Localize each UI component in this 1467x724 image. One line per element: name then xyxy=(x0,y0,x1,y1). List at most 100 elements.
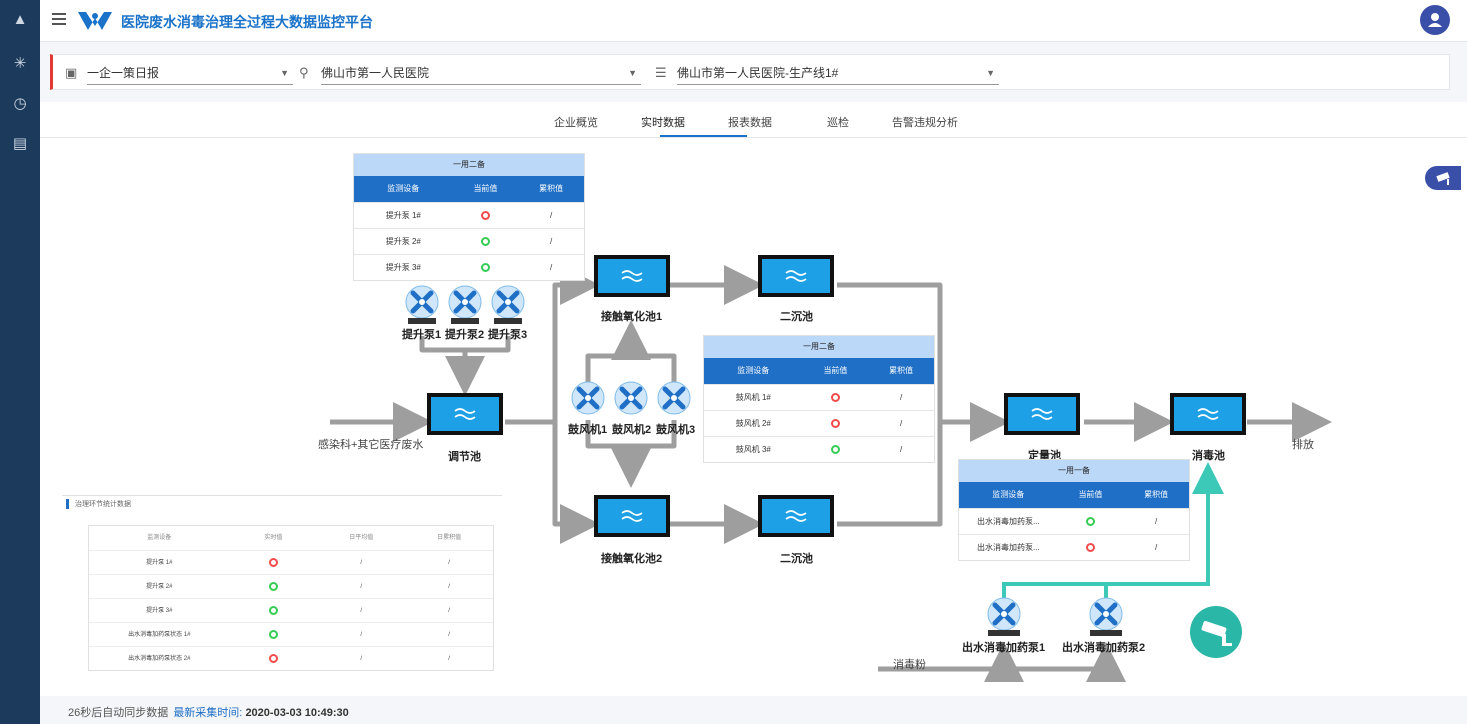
total-value: / xyxy=(448,632,450,638)
pipe-to-contact-2 xyxy=(552,422,600,544)
status-ok-icon xyxy=(268,605,278,615)
quantitative-pool-tank xyxy=(1003,392,1081,436)
regulating-pool-tank xyxy=(426,392,504,436)
disinfection-pool-label: 消毒池 xyxy=(1192,450,1225,462)
avg-value: / xyxy=(360,584,363,590)
header-device: 监测设备 xyxy=(737,366,770,375)
sedimentation-1-tank xyxy=(757,254,835,298)
lift-pump-2-icon xyxy=(449,286,481,318)
status-alarm-icon xyxy=(830,419,840,429)
user-avatar[interactable] xyxy=(1420,5,1450,35)
table-header: 监测设备 当前值 累积值 xyxy=(354,176,584,202)
table-row: 出水消毒加药泵状态 2# / / xyxy=(89,646,493,670)
total-value: / xyxy=(900,393,903,402)
user-icon xyxy=(1428,13,1442,27)
header-daily-avg: 日平均值 xyxy=(349,535,374,541)
header-total: 累积值 xyxy=(1144,490,1169,499)
statistics-table: 监测设备 实时值 日平均值 日累积值 提升泵 1# / / 提升泵 2# / /… xyxy=(88,525,494,671)
lift-pump-1-icon xyxy=(406,286,438,318)
hospital-select[interactable]: ⚲ 佛山市第一人民医院 ▼ xyxy=(299,63,641,85)
camera-icon xyxy=(1436,172,1450,185)
table-row: 鼓风机 3# / xyxy=(704,436,934,462)
header-current: 当前值 xyxy=(823,366,848,375)
table-header: 监测设备 当前值 累积值 xyxy=(959,482,1189,508)
status-ok-icon xyxy=(480,263,490,273)
sedimentation-2-label: 二沉池 xyxy=(780,553,813,565)
blower-3-label[interactable]: 鼓风机3 xyxy=(656,424,696,436)
blower-manifold-top xyxy=(585,353,677,382)
table-header: 监测设备 实时值 日平均值 日累积值 xyxy=(89,526,493,550)
device-name: 出水消毒加药泵状态 2# xyxy=(128,656,191,662)
chevron-down-icon: ▼ xyxy=(986,68,995,78)
hospital-value: 佛山市第一人民医院 xyxy=(321,66,430,80)
table-caption: 一用二备 xyxy=(354,154,584,176)
statistics-title: 治理环节统计数据 xyxy=(66,499,131,509)
device-name: 鼓风机 2# xyxy=(735,419,771,428)
camera-button[interactable] xyxy=(1190,606,1242,658)
active-tab-indicator xyxy=(660,135,747,137)
regulating-pool-label: 调节池 xyxy=(448,451,481,463)
total-value: / xyxy=(900,419,903,428)
lift-pump-3-label[interactable]: 提升泵3 xyxy=(488,329,528,341)
lift-pump-2-label[interactable]: 提升泵2 xyxy=(445,329,485,341)
menu-toggle-icon[interactable] xyxy=(52,13,66,27)
header-device: 监测设备 xyxy=(992,490,1025,499)
sedimentation-1-label: 二沉池 xyxy=(780,311,813,323)
pipe-to-contact-1 xyxy=(505,265,600,425)
top-bar: 医院废水消毒治理全过程大数据监控平台 xyxy=(40,0,1467,42)
blower-1-label[interactable]: 鼓风机1 xyxy=(568,424,608,436)
tab-inspection[interactable]: 巡检 xyxy=(827,117,849,129)
dosing-pump-table: 一用一备 监测设备 当前值 累积值 出水消毒加药泵... / 出水消毒加药泵..… xyxy=(958,459,1190,561)
report-type-select[interactable]: ▣ 一企一策日报 ▼ xyxy=(65,63,293,85)
process-flow-diagram xyxy=(330,254,1332,682)
header-total: 累积值 xyxy=(889,366,914,375)
dosing-pump-1-label[interactable]: 出水消毒加药泵1 xyxy=(962,642,1046,654)
status-alarm-icon xyxy=(480,211,490,221)
logo xyxy=(78,12,112,30)
list-icon: ☰ xyxy=(655,65,667,80)
side-tool-button[interactable] xyxy=(1425,166,1461,190)
production-line-select[interactable]: ☰ 佛山市第一人民医院-生产线1# ▼ xyxy=(655,63,999,85)
device-name: 提升泵 1# xyxy=(385,211,421,220)
total-value: / xyxy=(448,584,450,590)
tab-overview[interactable]: 企业概览 xyxy=(554,117,598,129)
document-icon[interactable]: ▤ xyxy=(12,135,28,152)
header-current: 当前值 xyxy=(473,184,498,193)
header-device: 监测设备 xyxy=(147,535,172,541)
tab-reports[interactable]: 报表数据 xyxy=(728,117,772,129)
status-ok-icon xyxy=(268,629,278,639)
avg-value: / xyxy=(360,608,363,614)
disinfectant-powder-label: 消毒粉 xyxy=(893,659,926,671)
calendar-icon: ▣ xyxy=(65,65,78,80)
sync-status: 26秒后自动同步数据 最新采集时间: 2020-03-03 10:49:30 xyxy=(68,704,349,720)
dosing-pump-2-label[interactable]: 出水消毒加药泵2 xyxy=(1062,642,1146,654)
table-header: 监测设备 当前值 累积值 xyxy=(704,358,934,384)
blower-2-label[interactable]: 鼓风机2 xyxy=(612,424,652,436)
header-daily-total: 日累积值 xyxy=(437,535,462,541)
tab-realtime[interactable]: 实时数据 xyxy=(641,117,685,129)
status-alarm-icon xyxy=(268,557,278,567)
status-ok-icon xyxy=(830,445,840,455)
lift-pump-1-label[interactable]: 提升泵1 xyxy=(402,329,442,341)
header-device: 监测设备 xyxy=(387,184,420,193)
sedimentation-2-tank xyxy=(757,494,835,538)
avg-value: / xyxy=(360,632,363,638)
device-name: 出水消毒加药泵... xyxy=(976,543,1040,552)
loading-icon[interactable]: ✳ xyxy=(13,55,27,72)
lift-pump-3-icon xyxy=(492,286,524,318)
status-alarm-icon xyxy=(1085,543,1095,553)
header-total: 累积值 xyxy=(539,184,564,193)
process-diagram-area: 感染科+其它医疗废水 调节池 接触氧化池1 接触氧化池2 二沉池 二沉池 定量池… xyxy=(40,138,1467,696)
contact-pool-1-label: 接触氧化池1 xyxy=(601,311,663,323)
total-value: / xyxy=(550,237,553,246)
table-row: 提升泵 1# / / xyxy=(89,550,493,574)
mountain-icon[interactable]: ▲ xyxy=(12,11,28,28)
tab-alarm-analysis[interactable]: 告警违规分析 xyxy=(892,117,958,129)
total-value: / xyxy=(448,560,450,566)
table-row: 出水消毒加药泵状态 1# / / xyxy=(89,622,493,646)
contact-pool-2-tank xyxy=(593,494,671,538)
chevron-down-icon: ▼ xyxy=(280,68,289,78)
stopwatch-icon[interactable]: ◷ xyxy=(13,95,27,112)
table-row: 出水消毒加药泵... / xyxy=(959,534,1189,560)
inflow-label: 感染科+其它医疗废水 xyxy=(318,439,424,451)
